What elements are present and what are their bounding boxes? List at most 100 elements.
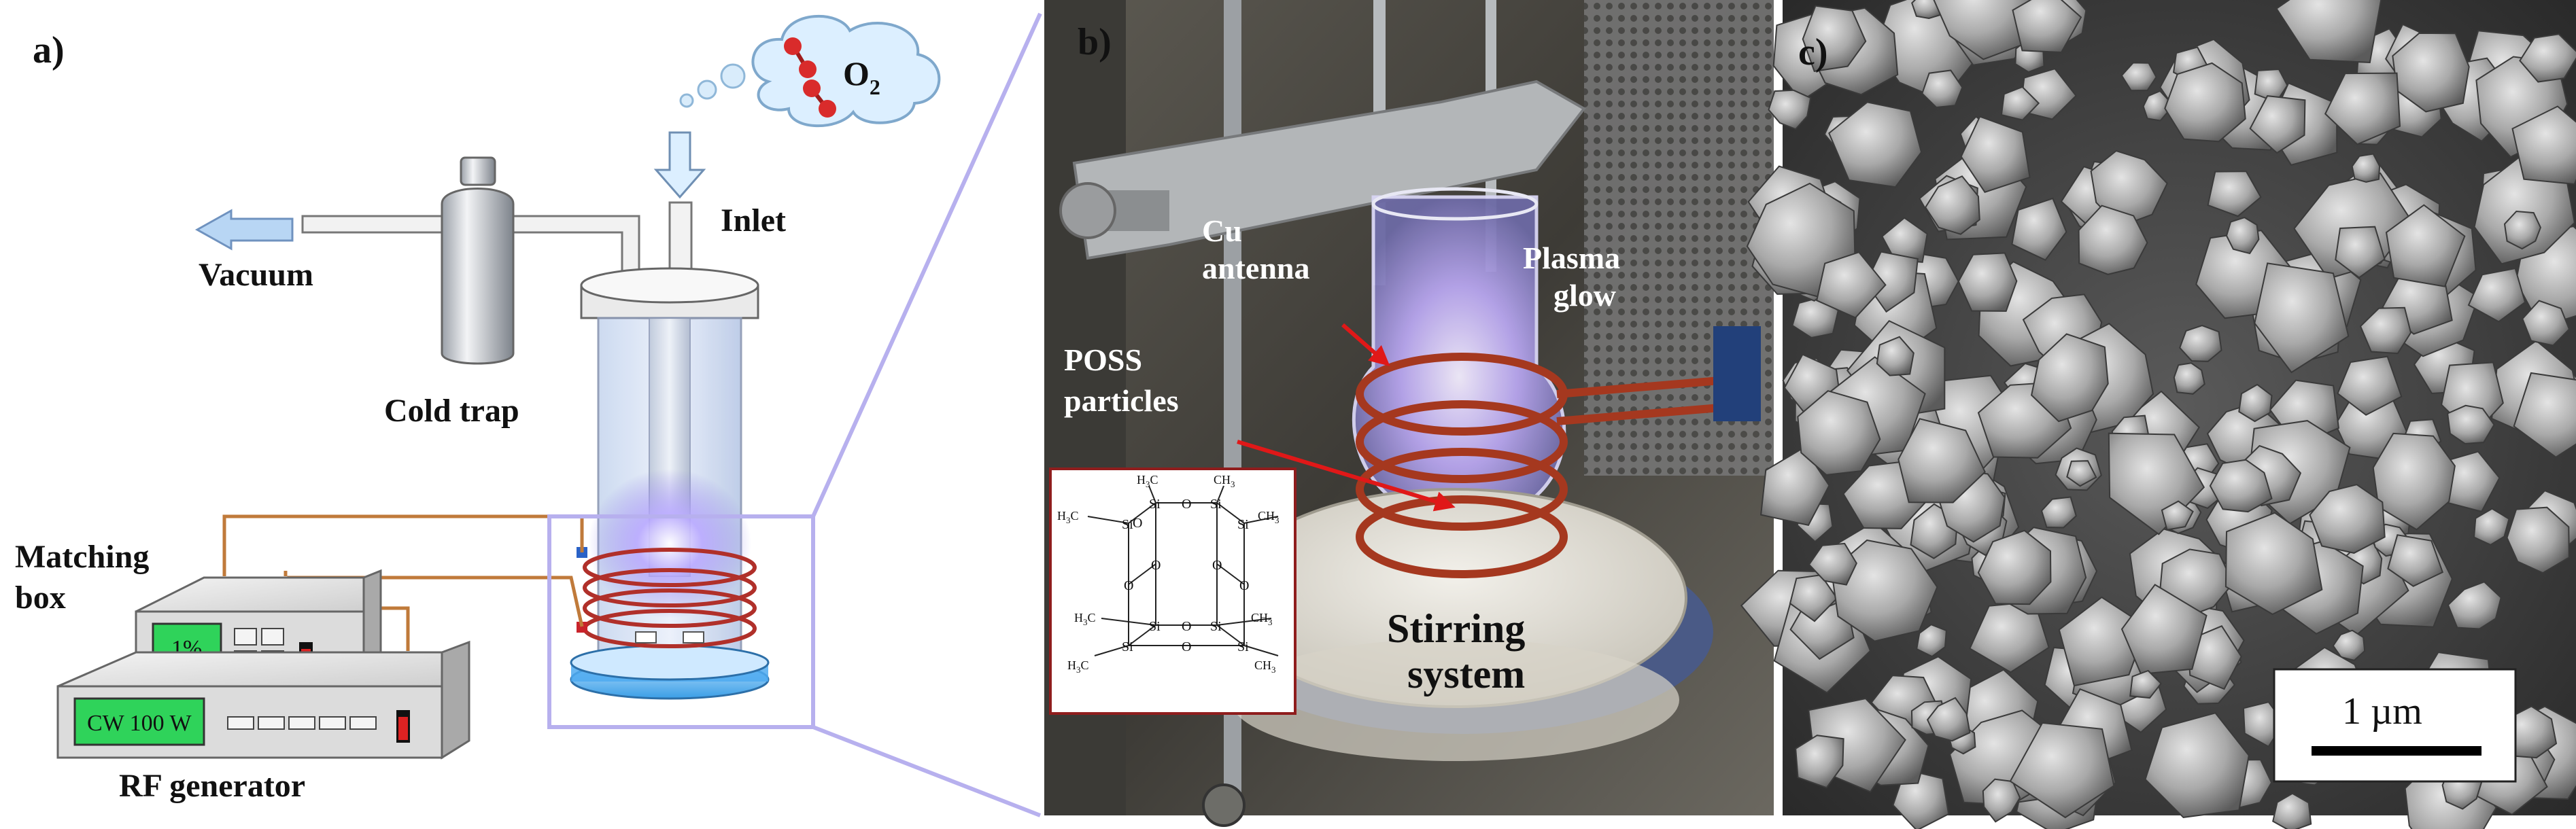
sem-particle — [2164, 62, 2246, 143]
sem-particle — [1802, 5, 1867, 73]
sem-particle — [1921, 69, 1963, 109]
sem-particle — [2031, 333, 2109, 423]
sem-particle — [1924, 175, 1980, 235]
sem-particle — [2173, 362, 2205, 395]
o-atom: O — [1212, 558, 1222, 573]
sem-particle — [1828, 101, 1923, 188]
sem-particle — [2120, 62, 2157, 92]
sem-particle — [2351, 153, 2381, 183]
sem-particle — [2506, 506, 2570, 574]
plasma-label-line2: glow — [1553, 278, 1616, 313]
cold-trap-label: Cold trap — [384, 393, 519, 429]
matching-box-label-line1: Matching — [15, 539, 149, 575]
sem-particle — [1795, 735, 1844, 789]
panel-b: b) Cu antenna Plasma glow POSS particles… — [1044, 0, 1774, 827]
ch3-group: H3C — [1057, 509, 1079, 525]
sem-particle — [2513, 372, 2576, 459]
scale-bar-box: 1 µm — [2273, 668, 2517, 783]
o-atom: O — [1182, 639, 1191, 654]
sem-particle — [2011, 197, 2067, 261]
zoom-region — [547, 514, 815, 729]
poss-structure-inset: Si Si Si Si Si Si Si Si O O O O O O O O … — [1049, 468, 1296, 715]
ch3-group: CH3 — [1254, 658, 1276, 675]
sem-particle — [2144, 712, 2250, 818]
o-atom: O — [1182, 497, 1191, 512]
ch3-group: CH3 — [1251, 611, 1273, 627]
rf-display-text: CW 100 W — [87, 711, 192, 736]
sem-particle — [2447, 581, 2502, 630]
si-atom: Si — [1149, 619, 1161, 634]
sem-particle — [2066, 460, 2097, 487]
sem-particle — [2078, 205, 2148, 275]
o-atom: O — [1182, 619, 1191, 634]
sem-particle — [2332, 629, 2366, 662]
si-atom: Si — [1149, 497, 1161, 512]
sem-particle — [1768, 89, 1812, 130]
si-atom: Si — [1122, 639, 1133, 654]
vacuum-arrow — [194, 209, 294, 251]
sem-particle — [2161, 500, 2194, 531]
cu-label-line2: antenna — [1202, 251, 1309, 285]
sem-particle — [1926, 696, 1971, 742]
sem-particle — [2254, 262, 2350, 374]
plasma-label-line1: Plasma — [1523, 241, 1620, 275]
zoom-line-top — [811, 12, 1042, 518]
sem-particle — [2272, 792, 2312, 829]
sem-particle — [2387, 534, 2444, 587]
sem-particle — [2337, 355, 2403, 416]
cu-label-line1: Cu — [1202, 213, 1242, 248]
matching-box-label-line2: box — [15, 580, 66, 616]
sem-particle — [1760, 446, 1830, 527]
sem-particle — [1957, 252, 2018, 312]
o2-cloud: O2 — [679, 14, 941, 127]
si-atom: Si — [1237, 517, 1249, 532]
panel-a-label: a) — [33, 29, 65, 71]
sem-particle — [2309, 484, 2386, 554]
sem-particle — [2012, 0, 2082, 54]
sem-particle — [2142, 90, 2169, 122]
o-atom: O — [1133, 516, 1142, 531]
sem-particle — [2249, 95, 2306, 154]
poss-arrow — [1237, 440, 1456, 512]
sem-particle — [2000, 86, 2040, 121]
ch3-group: H3C — [1067, 658, 1089, 675]
sem-particle — [2009, 722, 2115, 819]
sem-particle — [2447, 404, 2495, 445]
oxygen-molecule-icon — [784, 37, 836, 118]
sem-particle — [2392, 32, 2470, 113]
rf-generator-label: RF generator — [119, 768, 305, 804]
sem-particle — [2503, 210, 2541, 250]
sem-particle — [2511, 105, 2576, 185]
sem-particle — [2207, 171, 2262, 217]
stirring-label-line1: Stirring — [1387, 606, 1525, 651]
inlet-arrow — [653, 131, 706, 199]
sem-particle — [2238, 383, 2273, 423]
sem-particle — [1960, 116, 2031, 193]
sem-particle — [2359, 306, 2412, 355]
sem-particle — [2519, 33, 2576, 83]
ch3-group: CH3 — [1258, 509, 1280, 525]
sem-particle — [2179, 325, 2222, 362]
sem-particle — [1897, 418, 1986, 504]
sem-particle — [2254, 68, 2288, 103]
sem-particle — [1797, 390, 1881, 476]
cu-arrow — [1341, 323, 1390, 366]
ch3-group: H3C — [1074, 611, 1096, 627]
sem-particle — [1916, 624, 1947, 658]
si-atom: Si — [1210, 497, 1222, 512]
sem-particle — [1830, 539, 1938, 642]
sem-particle — [2522, 300, 2571, 347]
sem-particle — [1876, 336, 1914, 376]
cold-trap — [441, 156, 515, 365]
sem-particles — [1740, 0, 2576, 829]
panel-a: a) O2 Inlet Vacuum — [15, 12, 1042, 817]
o-atom: O — [1151, 558, 1161, 573]
o-atom: O — [1239, 578, 1249, 593]
stirring-label-line2: system — [1407, 652, 1525, 696]
sem-particle — [2040, 496, 2077, 529]
rf-display — [73, 697, 205, 746]
sem-particle — [2225, 512, 2323, 616]
sem-particle — [2129, 669, 2162, 699]
sem-particle — [2276, 0, 2382, 63]
